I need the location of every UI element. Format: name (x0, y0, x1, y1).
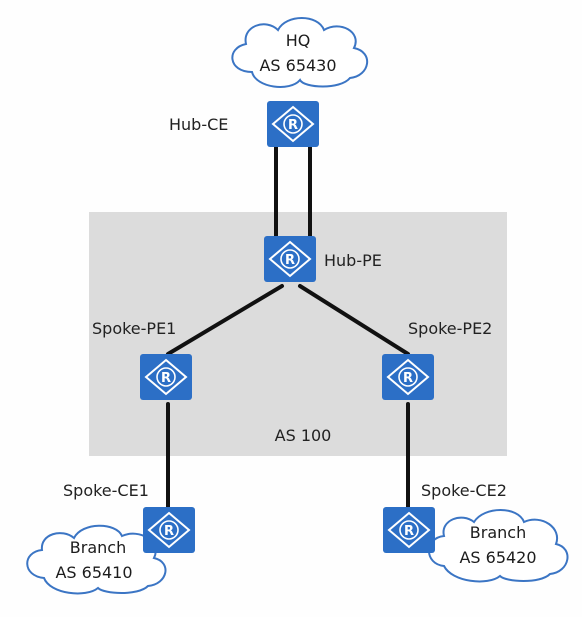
link-hubpe-spokepe2 (298, 284, 410, 356)
hq-name: HQ (286, 31, 311, 50)
router-icon (142, 506, 196, 554)
router-hub-pe[interactable] (263, 235, 317, 283)
label-spoke-pe2: Spoke-PE2 (408, 319, 492, 338)
router-icon (381, 353, 435, 401)
router-spoke-pe2[interactable] (381, 353, 435, 401)
cloud-icon (428, 509, 569, 583)
router-hub-ce[interactable] (266, 100, 320, 148)
branch2-as: AS 65420 (459, 548, 536, 567)
router-icon (266, 100, 320, 148)
as-region-label: AS 100 (275, 426, 332, 445)
router-spoke-ce1[interactable] (142, 506, 196, 554)
router-icon (382, 506, 436, 554)
link-hubpe-spokepe1 (166, 284, 284, 356)
branch1-name: Branch (70, 538, 126, 557)
cloud-icon (231, 17, 369, 88)
label-spoke-ce2: Spoke-CE2 (421, 481, 507, 500)
branch2-cloud: Branch AS 65420 (428, 509, 569, 583)
label-hub-pe: Hub-PE (324, 251, 382, 270)
router-icon (263, 235, 317, 283)
links (166, 145, 410, 510)
hq-as: AS 65430 (259, 56, 336, 75)
label-hub-ce: Hub-CE (169, 115, 228, 134)
branch1-as: AS 65410 (55, 563, 132, 582)
label-spoke-ce1: Spoke-CE1 (63, 481, 149, 500)
branch2-name: Branch (470, 523, 526, 542)
label-spoke-pe1: Spoke-PE1 (92, 319, 176, 338)
hq-cloud: HQ AS 65430 (231, 17, 369, 88)
router-spoke-pe1[interactable] (139, 353, 193, 401)
router-icon (139, 353, 193, 401)
router-spoke-ce2[interactable] (382, 506, 436, 554)
